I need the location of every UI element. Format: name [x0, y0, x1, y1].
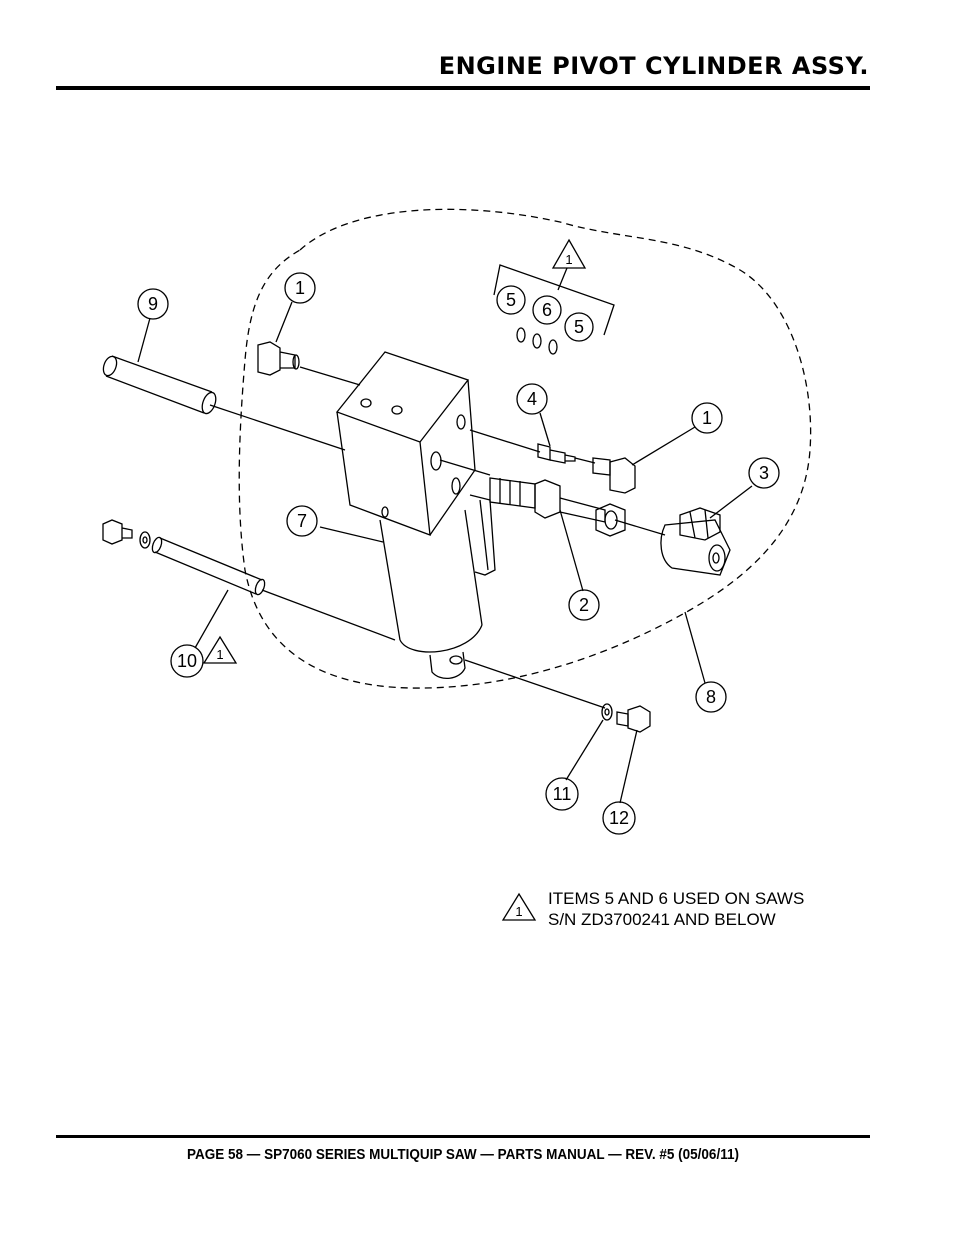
callout-label-2: 2: [579, 595, 589, 615]
callout-circle: [564, 312, 594, 342]
axis-line: [469, 429, 541, 453]
page-footer: PAGE 58 — SP7060 SERIES MULTIQUIP SAW — …: [187, 1146, 739, 1163]
leader-line: [565, 719, 604, 781]
footer-rule: [56, 1135, 870, 1138]
axis-line: [261, 589, 396, 641]
leader-line: [539, 412, 551, 447]
callout-circle: [545, 777, 579, 811]
leader-line: [137, 317, 151, 363]
axis-line: [209, 404, 346, 451]
callout-circle: [137, 288, 169, 320]
callout-label-3: 3: [759, 463, 769, 483]
washer-part: [601, 703, 613, 721]
axis-line: [614, 519, 666, 536]
footnote-line-2: S/N ZD3700241 AND BELOW: [548, 910, 776, 929]
warning-triangle: [501, 892, 537, 921]
leader-line: [557, 267, 568, 291]
callout-label-5: 5: [506, 290, 516, 310]
warning-mark-label: 1: [515, 904, 522, 919]
callout-label-5: 5: [574, 317, 584, 337]
leader-line: [619, 729, 638, 804]
leader-line: [559, 509, 584, 592]
callout-circle: [286, 505, 318, 537]
assembly-boundary: [238, 208, 812, 689]
group-bracket: [493, 264, 615, 336]
callout-label-1: 1: [295, 278, 305, 298]
header-rule: [56, 86, 870, 90]
leader-line: [684, 611, 706, 684]
leader-line: [194, 589, 229, 649]
warning-triangle: [202, 635, 238, 664]
fitting-part-right: [592, 457, 636, 494]
washer-part: [604, 708, 610, 716]
axis-line: [299, 366, 361, 386]
fitting-part-left: [257, 341, 300, 376]
callout-circle: [496, 285, 526, 315]
callout-label-7: 7: [297, 511, 307, 531]
leader-line: [709, 485, 753, 519]
callout-label-10: 10: [177, 651, 197, 671]
leader-line: [319, 526, 384, 543]
cartridge-valve-part: [489, 477, 626, 537]
bolt-part: [616, 705, 651, 733]
page-title: ENGINE PIVOT CYLINDER ASSY.: [438, 52, 869, 80]
leader-line: [275, 301, 293, 343]
o-ring-part: [516, 327, 526, 343]
cylinder-part: [379, 494, 496, 679]
o-ring-part: [548, 339, 558, 355]
manifold-block: [335, 351, 476, 536]
leader-line: [631, 426, 696, 466]
solenoid-coil-part: [660, 507, 731, 576]
callout-label-12: 12: [609, 808, 629, 828]
footnote-line-1: ITEMS 5 AND 6 USED ON SAWS: [548, 889, 805, 908]
warning-mark-label: 1: [565, 252, 572, 267]
callout-circle: [691, 402, 723, 434]
axis-line: [439, 459, 491, 476]
callout-circle: [695, 681, 727, 713]
callout-label-6: 6: [542, 300, 552, 320]
callout-circle: [516, 383, 548, 415]
callout-label-8: 8: [706, 687, 716, 707]
warning-triangle: [551, 238, 587, 269]
callout-circle: [568, 589, 600, 621]
callout-label-11: 11: [553, 784, 572, 804]
check-valve-part: [537, 443, 576, 464]
callout-circle: [602, 801, 636, 835]
callout-label-9: 9: [148, 294, 158, 314]
o-ring-part: [532, 333, 542, 349]
footnote: ITEMS 5 AND 6 USED ON SAWS S/N ZD3700241…: [548, 888, 804, 930]
callout-circle: [284, 272, 316, 304]
axis-line: [574, 457, 596, 464]
pin-part: [102, 355, 217, 415]
callout-label-4: 4: [527, 389, 537, 409]
warning-mark-label: 1: [216, 647, 223, 662]
callout-circle: [170, 644, 204, 678]
callout-circle: [748, 457, 780, 489]
axis-line: [464, 659, 606, 709]
callout-circle: [532, 295, 562, 325]
callout-label-1: 1: [702, 408, 712, 428]
lower-pin-part: [102, 519, 266, 596]
